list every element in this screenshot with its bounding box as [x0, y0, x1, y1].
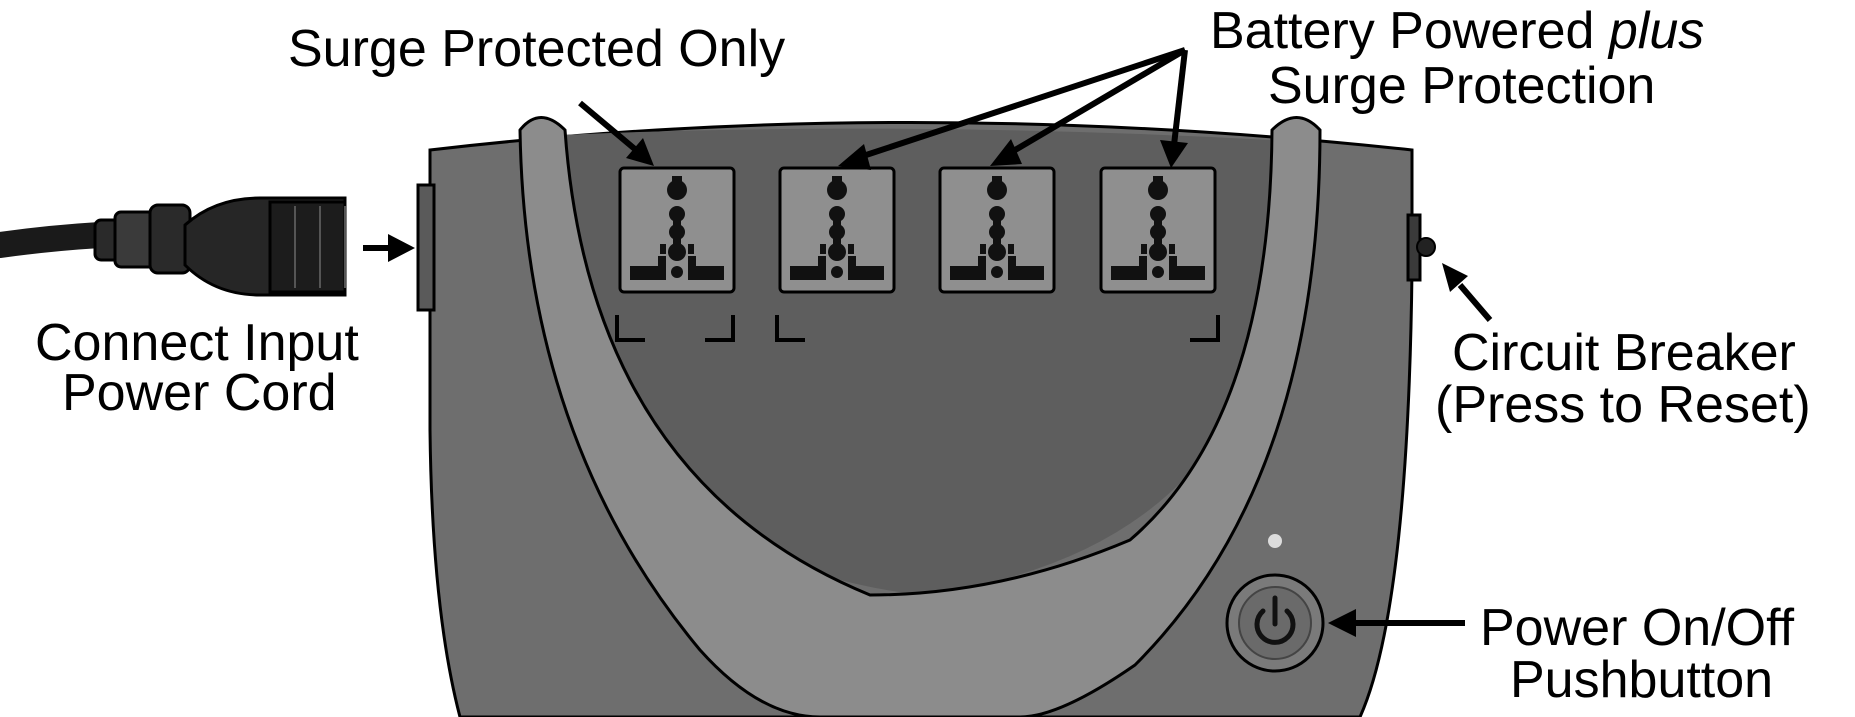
label-connect-line2: Power Cord: [62, 364, 337, 422]
label-power-line2: Pushbutton: [1510, 651, 1773, 709]
label-breaker-line2: (Press to Reset): [1435, 376, 1811, 434]
universal-outlet-icon: [790, 176, 884, 280]
label-power-line1: Power On/Off: [1480, 599, 1795, 657]
universal-outlet-icon: [1111, 176, 1205, 280]
outlet-battery-3[interactable]: [1099, 166, 1217, 294]
bracket-battery-group: [775, 315, 1220, 342]
arrows: [363, 47, 1493, 637]
label-surge-only: Surge Protected Only: [288, 20, 785, 78]
label-battery-powered: Battery Powered plus Surge Protection: [1210, 2, 1704, 115]
universal-outlet-icon: [950, 176, 1044, 280]
body-inner-area: [560, 128, 1270, 596]
power-symbol-icon: [1254, 595, 1296, 645]
bracket-surge-group: [615, 315, 735, 342]
outlet-battery-2[interactable]: [938, 166, 1056, 294]
label-power-button: Power On/Off Pushbutton: [1480, 599, 1795, 709]
label-battery-plus: plus: [1607, 2, 1704, 60]
power-cord: [0, 222, 113, 258]
carry-handle[interactable]: [518, 116, 1322, 717]
label-connect-line1: Connect Input: [35, 314, 359, 372]
label-connect-input: Connect Input Power Cord: [35, 314, 359, 422]
label-battery-line1-main: Battery Powered: [1210, 2, 1594, 60]
outlet-battery-1[interactable]: [778, 166, 896, 294]
input-socket[interactable]: [416, 183, 436, 312]
label-battery-line2: Surge Protection: [1268, 57, 1655, 115]
power-button[interactable]: [1225, 573, 1325, 673]
outlet-surge-only[interactable]: [618, 166, 736, 294]
label-breaker-line1: Circuit Breaker: [1452, 324, 1796, 382]
label-surge-only-text: Surge Protected Only: [288, 20, 785, 78]
label-battery-line1: Battery Powered plus: [1210, 2, 1704, 60]
status-led: [1268, 534, 1282, 548]
power-plug-icon[interactable]: [0, 196, 347, 297]
label-circuit-breaker: Circuit Breaker (Press to Reset): [1435, 324, 1811, 434]
circuit-breaker[interactable]: [1406, 213, 1436, 282]
universal-outlet-icon: [630, 176, 724, 280]
